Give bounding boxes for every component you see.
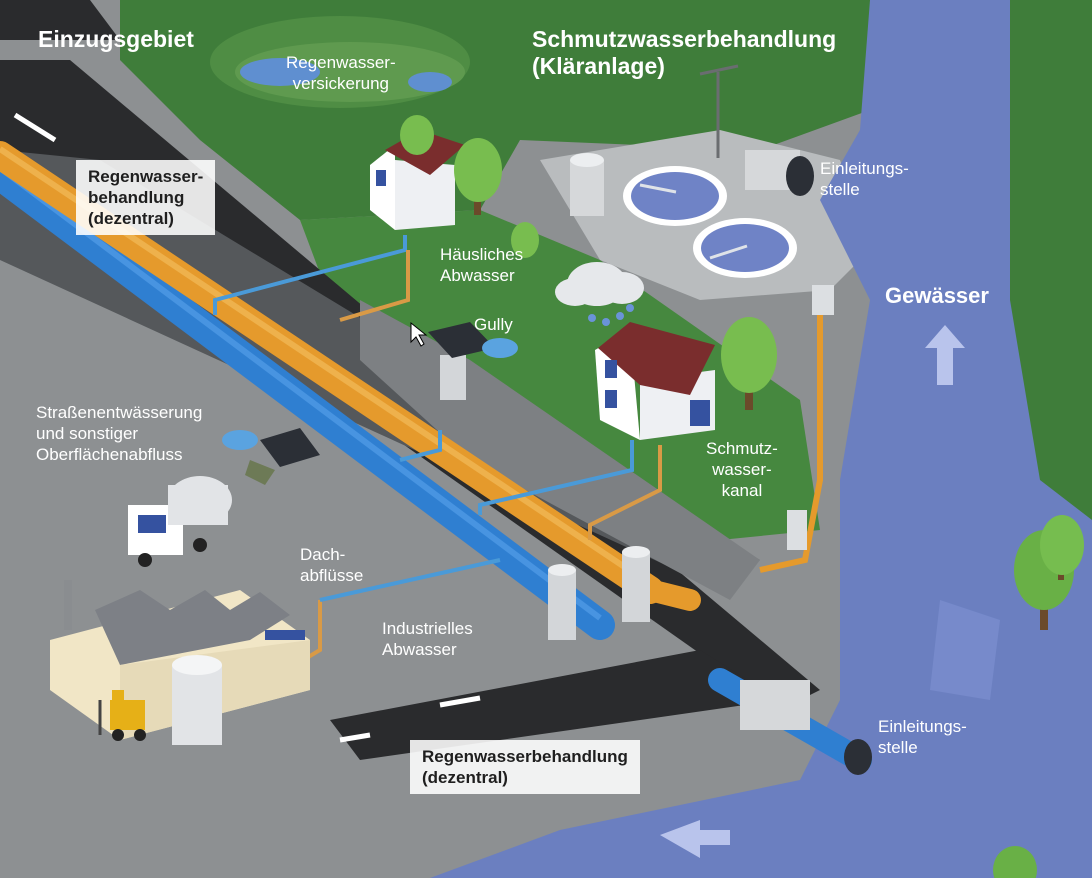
label-treatment-plant: Schmutzwasserbehandlung (Kläranlage) bbox=[532, 26, 837, 79]
road-bottom bbox=[330, 650, 780, 760]
river bbox=[430, 0, 1092, 878]
storage-tank bbox=[172, 655, 222, 745]
grass-middle bbox=[300, 210, 820, 540]
silo bbox=[570, 160, 604, 216]
shaft bbox=[622, 552, 650, 622]
label-infiltration: Regenwasser- versickerung bbox=[286, 53, 396, 93]
road-marking bbox=[13, 112, 57, 143]
tree-icon bbox=[511, 222, 539, 258]
forklift-icon bbox=[98, 690, 146, 741]
label-industrial-wastewater: Industrielles Abwasser bbox=[382, 619, 473, 659]
shaft bbox=[440, 355, 466, 400]
connection-pipe bbox=[213, 235, 407, 315]
label-catchment: Einzugsgebiet bbox=[38, 26, 194, 52]
outfall-pipe-icon bbox=[844, 739, 872, 775]
label-discharge-top: Einleitungs- stelle bbox=[820, 159, 909, 199]
tree-icon bbox=[454, 138, 502, 215]
arrow-right-icon bbox=[660, 820, 730, 858]
tree-icon bbox=[993, 846, 1037, 878]
gully-grate-icon bbox=[222, 428, 320, 485]
label-street-drainage: Straßenentwässerung und sonstiger Oberfl… bbox=[36, 403, 203, 464]
label-domestic-wastewater: Häusliches Abwasser bbox=[440, 245, 524, 285]
shaft bbox=[548, 570, 576, 640]
label-gully: Gully bbox=[474, 315, 513, 334]
label-rainwater-treatment-top: Regenwasser- behandlung (dezentral) bbox=[76, 160, 216, 235]
infiltration-pond bbox=[240, 58, 320, 86]
stormwater-pipe bbox=[0, 160, 615, 640]
sewer-pipe bbox=[759, 290, 823, 573]
tree-icon bbox=[1040, 515, 1084, 580]
truck-icon bbox=[128, 476, 232, 567]
rain-cloud-icon bbox=[555, 262, 644, 326]
tree-icon bbox=[721, 317, 777, 410]
label-roof-runoff: Dach- abflüsse bbox=[300, 545, 364, 585]
label-rainwater-treatment-bottom: Regenwasserbehandlung (dezentral) bbox=[410, 740, 640, 794]
label-discharge-bottom: Einleitungs- stelle bbox=[878, 717, 967, 757]
label-water-body: Gewässer bbox=[885, 283, 989, 308]
treatment-box bbox=[740, 680, 810, 730]
mouse-cursor bbox=[410, 321, 428, 347]
river-bank-grass bbox=[1010, 0, 1092, 520]
house-icon bbox=[595, 322, 715, 440]
arrow-up-icon bbox=[925, 325, 965, 385]
tree-icon bbox=[400, 115, 434, 155]
label-sewer: Schmutz- wasser- kanal bbox=[706, 439, 778, 500]
gully-grate-icon bbox=[428, 322, 518, 358]
